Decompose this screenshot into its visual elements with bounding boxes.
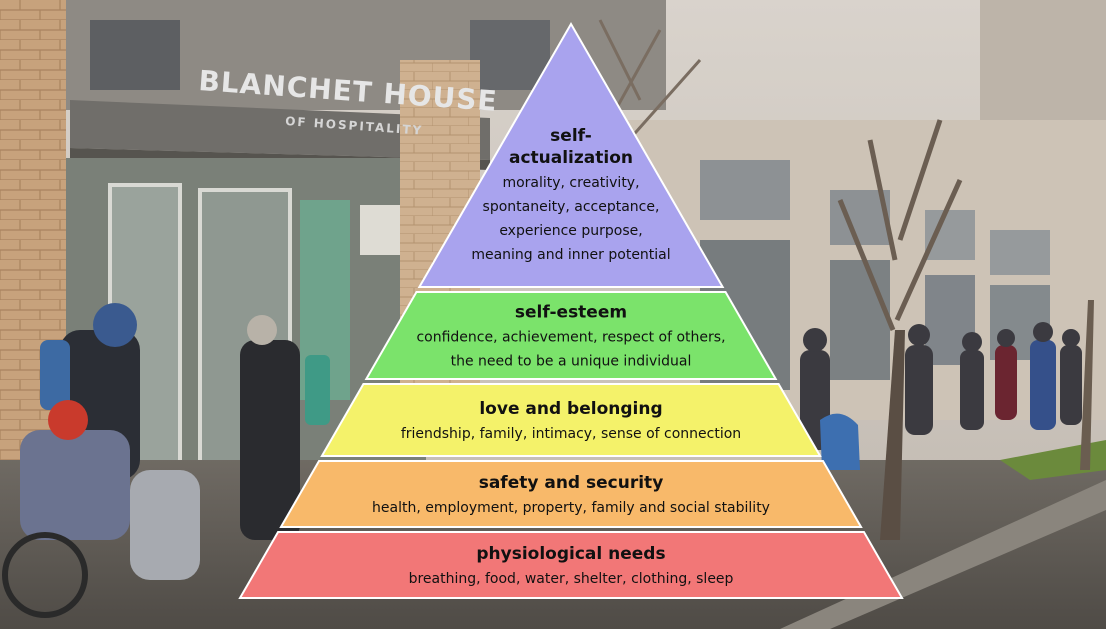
awning: [70, 100, 490, 160]
tier-self-esteem-title: self-esteem: [515, 303, 627, 323]
tier-self-actualization-description: morality, creativity,: [502, 175, 639, 191]
tier-safety-and-security-description: health, employment, property, family and…: [372, 500, 770, 516]
tier-physiological-needs-title: physiological needs: [476, 544, 665, 564]
tree-trunk-2: [1080, 300, 1094, 470]
window-right-6: [830, 260, 890, 380]
tree-branches-1: [837, 119, 963, 331]
maslow-pyramid: self-actualization morality, creativity, s…: [238, 21, 904, 599]
grass-patch: [1000, 440, 1106, 480]
tier-self-actualization-description: spontaneity, acceptance,: [483, 199, 660, 215]
balcony-area: [980, 0, 1106, 120]
tier-self-actualization: [417, 21, 725, 288]
window-upper-1: [90, 20, 180, 90]
tier-love-and-belonging: [320, 383, 822, 457]
blue-bag: [820, 413, 860, 470]
tier-self-esteem: [364, 291, 778, 380]
tier-self-esteem-description: confidence, achievement, respect of othe…: [416, 330, 725, 346]
notice-sign: [360, 205, 405, 255]
tier-physiological-needs-description: breathing, food, water, shelter, clothin…: [409, 571, 734, 587]
tier-self-actualization-description: meaning and inner potential: [471, 247, 670, 263]
tier-self-actualization-title: actualization: [509, 148, 633, 168]
tier-physiological-needs: [238, 531, 904, 599]
tier-safety-and-security-title: safety and security: [479, 473, 664, 493]
tier-self-actualization-description: experience purpose,: [499, 223, 642, 239]
window-right-3: [925, 210, 975, 260]
window-right-1: [700, 160, 790, 220]
tier-love-and-belonging-title: love and belonging: [479, 399, 662, 419]
tier-self-esteem-description: the need to be a unique individual: [451, 354, 692, 370]
tier-safety-and-security: [279, 460, 863, 528]
tree-trunk-1: [880, 330, 905, 540]
crowd: [800, 322, 1082, 450]
tier-love-and-belonging-description: friendship, family, intimacy, sense of c…: [401, 426, 741, 442]
tier-self-actualization-title: self-: [550, 126, 592, 146]
window-upper-2: [470, 20, 550, 90]
window-right-4: [990, 230, 1050, 275]
people-left: [2, 303, 330, 618]
